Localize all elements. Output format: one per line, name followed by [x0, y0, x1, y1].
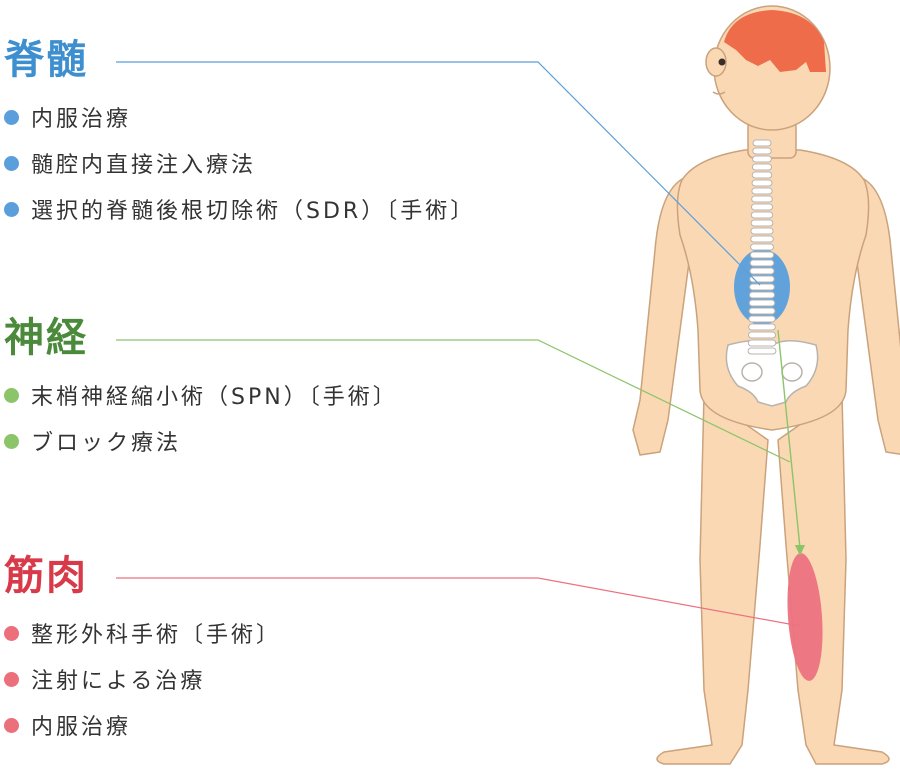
bullet-dot-icon: [4, 717, 19, 733]
vertebra: [750, 203, 774, 211]
ear: [705, 47, 727, 77]
list-item: ブロック療法: [4, 418, 398, 464]
vertebra: [751, 163, 773, 171]
vertebra: [748, 307, 776, 315]
item-label: 髄腔内直接注入療法: [31, 153, 257, 178]
list-item: 内服治療: [4, 702, 281, 748]
vertebra: [748, 315, 776, 323]
vertebra: [752, 147, 772, 155]
muscle-region: [787, 553, 823, 681]
bullet-dot-icon: [4, 109, 19, 125]
vertebra: [751, 171, 773, 179]
muscle-title: 筋肉: [4, 553, 88, 599]
vertebra: [752, 155, 772, 163]
item-label: 末梢神経縮小術（SPN）〔手術〕: [31, 385, 398, 410]
vertebra: [747, 347, 777, 355]
item-label: 内服治療: [31, 715, 132, 740]
nerve-arrow-head: [795, 545, 805, 556]
left-leg: [656, 394, 769, 765]
item-label: ブロック療法: [31, 431, 182, 456]
spinal-title: 脊髄: [4, 37, 88, 83]
muscle-item-list: 整形外科手術〔手術〕 注射による治療 内服治療: [4, 610, 281, 748]
brain-icon: [724, 10, 826, 72]
spine-icon: [747, 139, 777, 355]
vertebra: [749, 251, 775, 259]
nerve-arrow-line: [777, 329, 801, 549]
bullet-dot-icon: [4, 625, 19, 641]
mouth: [712, 91, 726, 95]
vertebra: [749, 267, 775, 275]
vertebra: [748, 299, 776, 307]
vertebra: [747, 339, 777, 347]
list-item: 内服治療: [4, 94, 475, 140]
bullet-dot-icon: [4, 387, 19, 403]
nerve-leader-line: [116, 339, 791, 463]
list-item: 注射による治療: [4, 656, 281, 702]
vertebra: [749, 259, 775, 267]
vertebra: [751, 179, 773, 187]
vertebra: [750, 211, 774, 219]
vertebra: [747, 331, 777, 339]
vertebra: [750, 243, 774, 251]
nerve-title: 神経: [4, 315, 88, 361]
item-label: 選択的脊髄後根切除術（SDR）〔手術〕: [31, 199, 476, 224]
spinal-item-list: 内服治療 髄腔内直接注入療法 選択的脊髄後根切除術（SDR）〔手術〕: [4, 94, 475, 232]
item-label: 注射による治療: [31, 669, 206, 694]
bullet-dot-icon: [4, 671, 19, 687]
list-item: 整形外科手術〔手術〕: [4, 610, 281, 656]
vertebra: [750, 235, 774, 243]
bullet-dot-icon: [4, 201, 19, 217]
bullet-dot-icon: [4, 155, 19, 171]
vertebra: [749, 283, 775, 291]
bullet-dot-icon: [4, 433, 19, 449]
vertebra: [748, 291, 776, 299]
left-arm: [632, 177, 693, 456]
item-label: 整形外科手術〔手術〕: [31, 623, 282, 648]
vertebra: [750, 227, 774, 235]
eye: [718, 58, 726, 66]
nerve-item-list: 末梢神経縮小術（SPN）〔手術〕 ブロック療法: [4, 372, 398, 464]
vertebra: [751, 195, 773, 203]
muscle-leader-line: [116, 577, 801, 627]
spinal-leader-line: [116, 61, 761, 286]
list-item: 末梢神経縮小術（SPN）〔手術〕: [4, 372, 398, 418]
vertebra: [751, 187, 773, 195]
list-item: 選択的脊髄後根切除術（SDR）〔手術〕: [4, 186, 475, 232]
vertebra: [748, 323, 776, 331]
vertebra: [750, 219, 774, 227]
right-arm: [853, 177, 900, 455]
item-label: 内服治療: [31, 107, 132, 132]
list-item: 髄腔内直接注入療法: [4, 140, 475, 186]
vertebra: [752, 139, 772, 147]
